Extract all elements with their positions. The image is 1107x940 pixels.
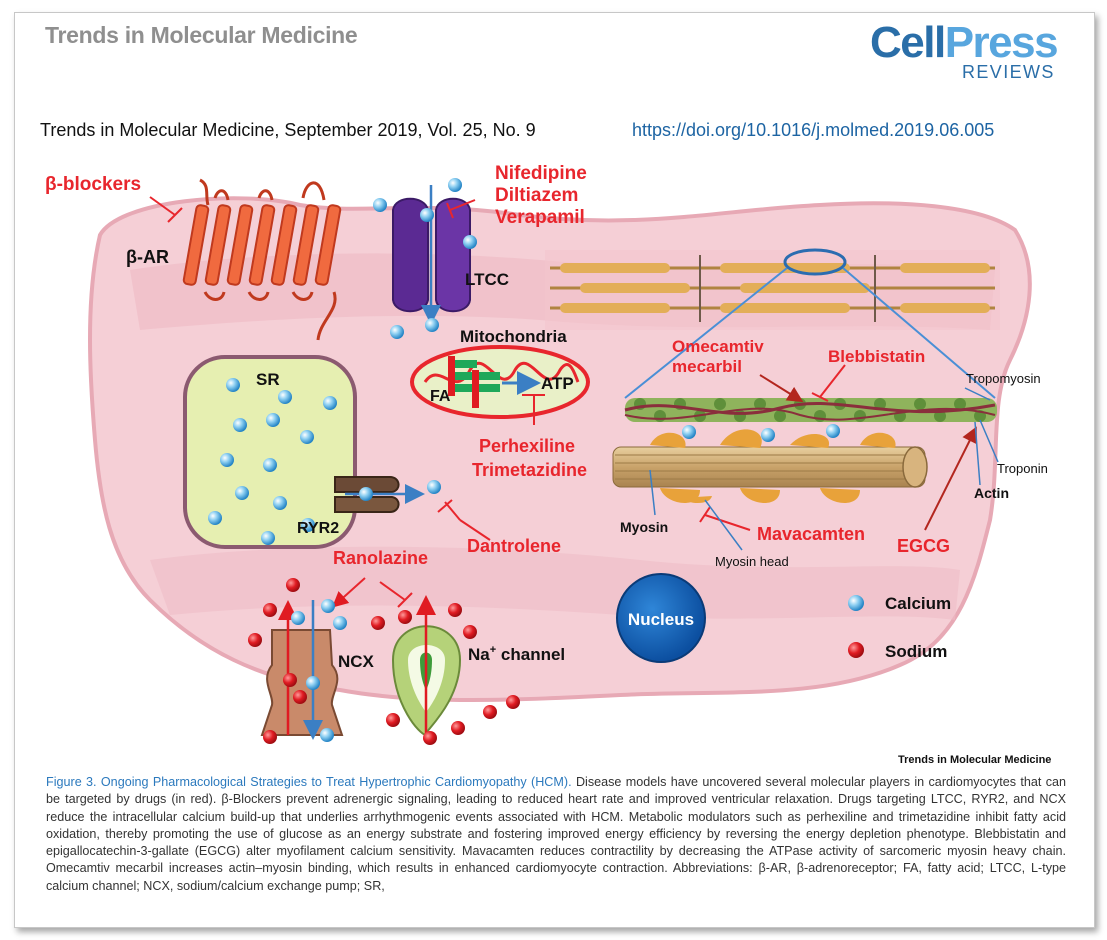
figure-caption: Figure 3. Ongoing Pharmacological Strate… [46, 774, 1066, 895]
label-myosin-head: Myosin head [715, 554, 789, 569]
sarcomere-diagram [545, 248, 1000, 399]
thin-filament [624, 398, 997, 422]
label-atp: ATP [541, 374, 574, 393]
sarcoplasmic-reticulum [183, 355, 357, 549]
label-na-channel: Na+ channel [468, 644, 565, 664]
label-nifedipine: Nifedipine [495, 163, 587, 184]
label-dantrolene: Dantrolene [467, 536, 561, 556]
doi-link[interactable]: https://doi.org/10.1016/j.molmed.2019.06… [632, 120, 995, 140]
caption-body: Disease models have uncovered several mo… [46, 775, 1067, 893]
legend-sodium: Sodium [885, 642, 947, 661]
logo-press: Press [944, 18, 1059, 67]
citation: Trends in Molecular Medicine, September … [40, 120, 536, 140]
journal-name: Trends in Molecular Medicine [45, 22, 358, 48]
label-ncx: NCX [338, 652, 375, 671]
label-ryr2: RYR2 [297, 520, 339, 537]
ryr2-channel [334, 476, 425, 513]
label-diltiazem: Diltiazem [495, 185, 578, 206]
label-troponin: Troponin [997, 461, 1048, 476]
calcium-ions [208, 178, 864, 742]
label-mitochondria: Mitochondria [460, 327, 567, 346]
label-omecamtiv-2: mecarbil [672, 357, 742, 376]
figure-illustration: β-blockers Nifedipine Diltiazem Verapami… [45, 163, 1048, 745]
label-omecamtiv-1: Omecamtiv [672, 337, 764, 356]
ncx-exchanger [260, 600, 344, 740]
beta-ar-receptor [182, 178, 342, 341]
label-beta-ar: β-AR [126, 247, 169, 267]
label-fa: FA [430, 388, 451, 405]
label-myosin: Myosin [620, 519, 668, 535]
figure-brand-label: Trends in Molecular Medicine [898, 754, 1052, 766]
caption-title: Figure 3. Ongoing Pharmacological Strate… [46, 775, 572, 789]
logo-cell: Cell [870, 18, 946, 67]
label-verapamil: Verapamil [495, 207, 585, 228]
label-beta-blockers: β-blockers [45, 174, 141, 195]
label-trimetazidine: Trimetazidine [472, 460, 587, 480]
label-tropomyosin: Tropomyosin [966, 371, 1041, 386]
label-mavacamten: Mavacamten [757, 524, 865, 544]
thick-filament [612, 429, 928, 504]
nucleus [616, 573, 706, 663]
label-actin: Actin [974, 485, 1009, 501]
ltcc-channel [392, 185, 471, 325]
sodium-ions [248, 578, 864, 745]
na-channel [391, 595, 462, 736]
label-sr: SR [256, 370, 280, 389]
cellpress-logo: CellPress [870, 18, 1059, 68]
legend-calcium: Calcium [885, 594, 951, 613]
label-nucleus: Nucleus [628, 610, 694, 629]
mitochondria [410, 345, 590, 419]
label-egcg: EGCG [897, 536, 950, 556]
label-ltcc: LTCC [465, 270, 509, 289]
logo-reviews: REVIEWS [962, 62, 1055, 82]
label-ranolazine: Ranolazine [333, 548, 428, 568]
label-perhexiline: Perhexiline [479, 436, 575, 456]
label-blebbistatin: Blebbistatin [828, 347, 925, 366]
